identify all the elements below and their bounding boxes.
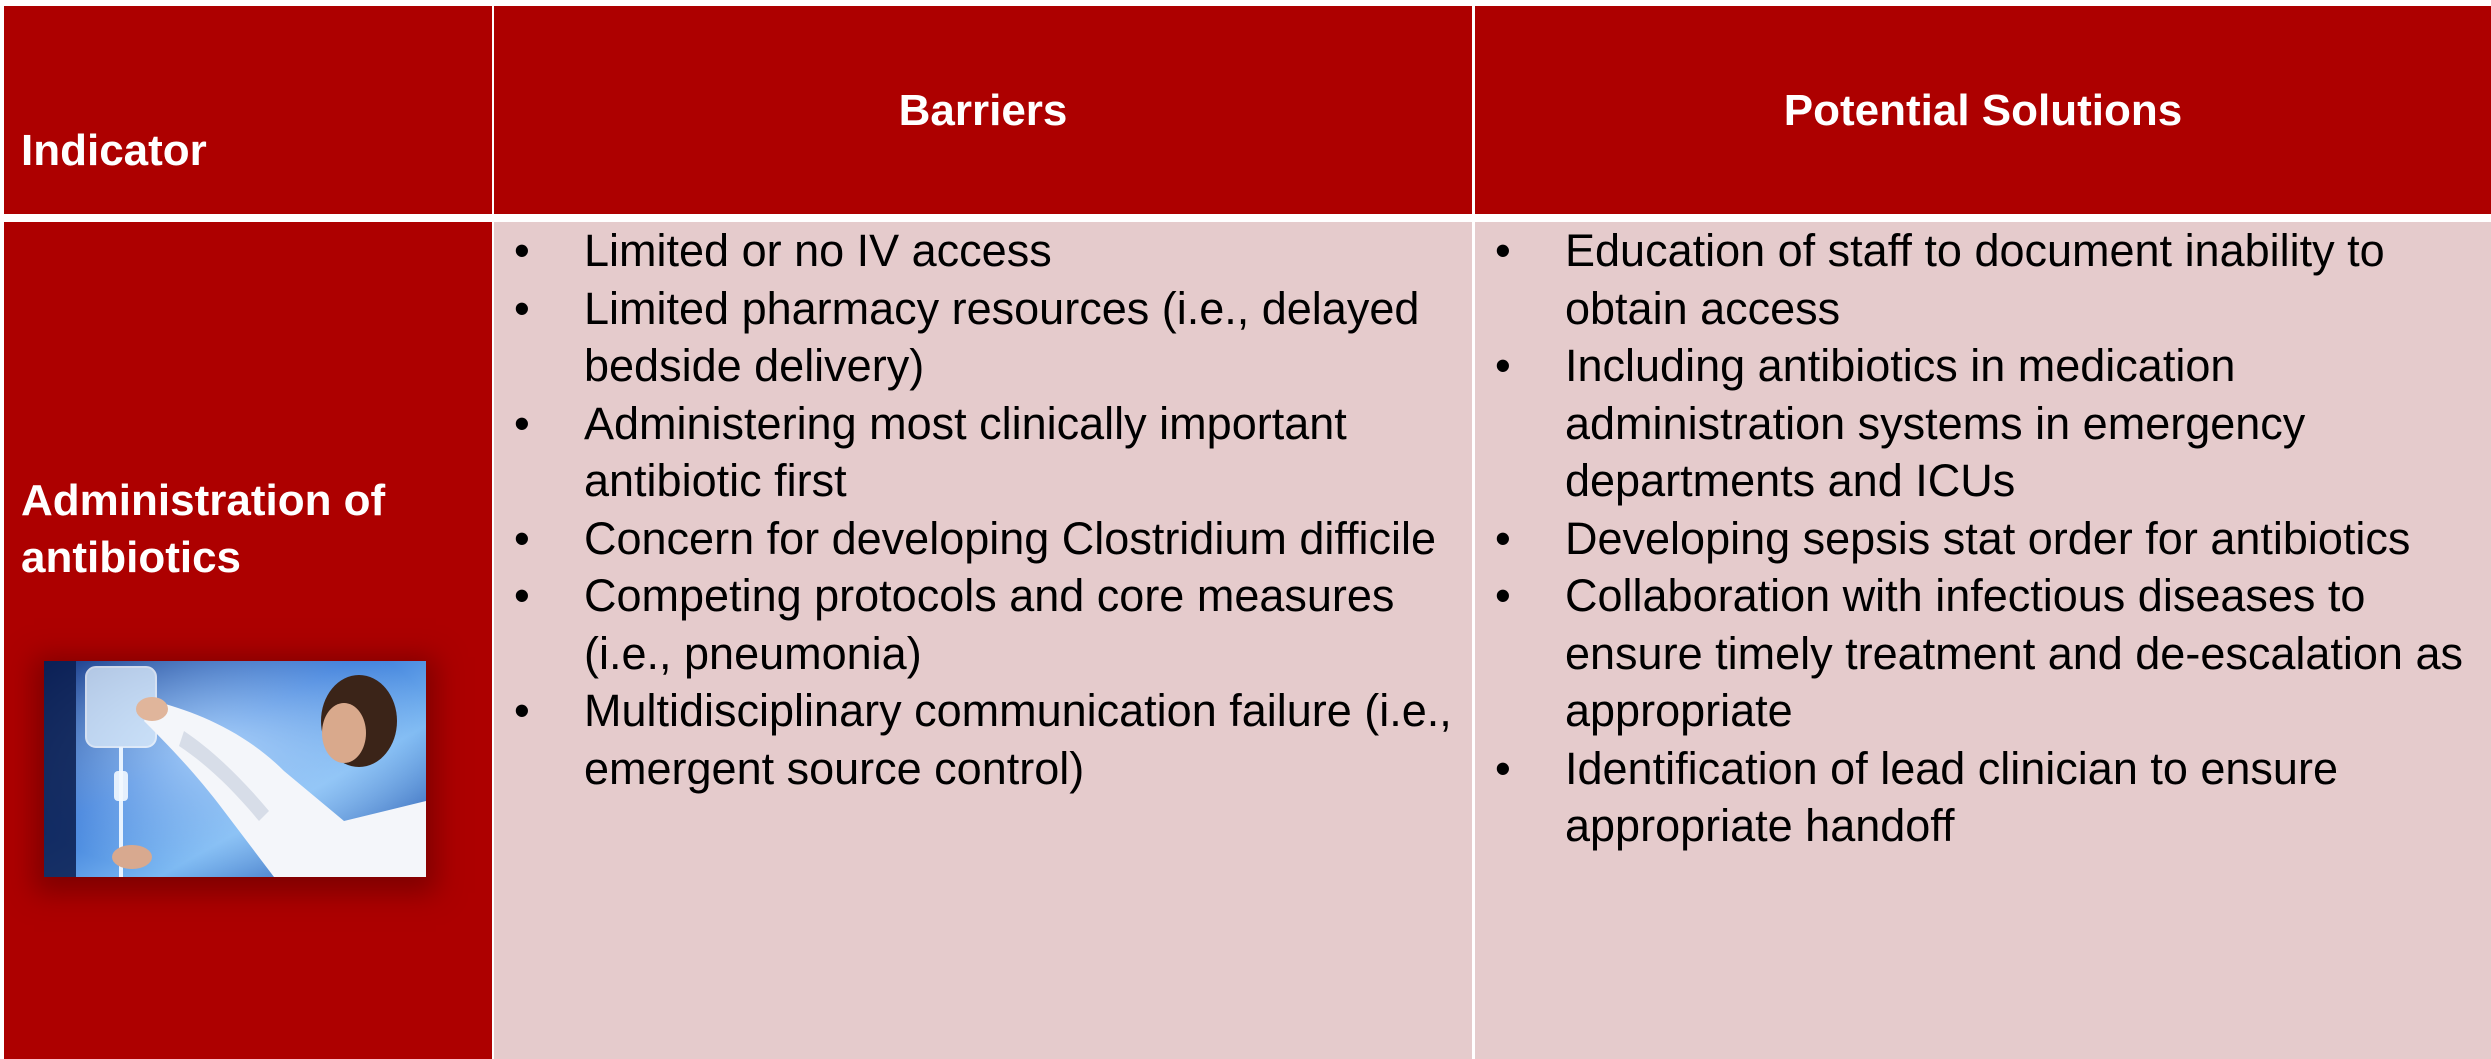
solutions-cell: • Education of staff to document inabilit… <box>1475 222 2491 1059</box>
barrier-item-text: Limited or no IV access <box>584 225 1052 276</box>
header-barriers: Barriers <box>494 6 1472 214</box>
barrier-item: • Administering most clinically important… <box>494 395 1472 510</box>
bullet-icon: • <box>514 685 530 736</box>
barriers-cell: • Limited or no IV access • Limited pharmac… <box>494 222 1472 1059</box>
indicator-title-text: Administration of antibiotics <box>21 476 386 582</box>
header-barriers-label: Barriers <box>898 86 1068 135</box>
clinician-iv-bag-photo <box>44 661 426 877</box>
barrier-item: • Competing protocols and core measures (… <box>494 567 1472 682</box>
indicator-title: Administration of antibiotics <box>21 472 481 586</box>
barrier-item-text: Administering most clinically important … <box>584 397 1347 507</box>
solution-item-text: Education of staff to document inability… <box>1565 225 2385 334</box>
barrier-item-text: Concern for developing Clostridium diffi… <box>584 512 1437 564</box>
solutions-list: • Education of staff to document inabilit… <box>1475 222 2491 855</box>
bullet-icon: • <box>1495 225 1511 276</box>
bullet-icon: • <box>1495 742 1511 794</box>
solution-item-text: Including antibiotics in medication admi… <box>1565 340 2306 506</box>
bullet-icon: • <box>514 397 530 449</box>
header-solutions-label: Potential Solutions <box>1783 86 2183 135</box>
solution-item: • Collaboration with infectious diseases … <box>1475 567 2491 740</box>
bullet-icon: • <box>514 282 530 334</box>
indicator-cell: Administration of antibiotics <box>4 222 492 1059</box>
barrier-item: • Limited pharmacy resources (i.e., delay… <box>494 280 1472 395</box>
header-indicator: Indicator <box>4 6 492 214</box>
barrier-item: • Limited or no IV access <box>494 222 1472 280</box>
barrier-item-text: Limited pharmacy resources (i.e., delaye… <box>584 282 1420 392</box>
barriers-list: • Limited or no IV access • Limited pharmac… <box>494 222 1472 797</box>
barrier-item: • Concern for developing Clostridium diff… <box>494 510 1472 568</box>
solution-item: • Education of staff to document inabilit… <box>1475 222 2491 337</box>
solution-item: • Identification of lead clinician to ens… <box>1475 740 2491 855</box>
bullet-icon: • <box>514 225 530 276</box>
bullet-icon: • <box>514 512 530 564</box>
header-indicator-label: Indicator <box>21 126 207 175</box>
solution-item: • Developing sepsis stat order for antibi… <box>1475 510 2491 568</box>
bullet-icon: • <box>514 570 530 621</box>
photo-illustration <box>44 661 426 877</box>
header-solutions: Potential Solutions <box>1475 6 2491 214</box>
barrier-item-text: Multidisciplinary communication failure … <box>584 685 1452 794</box>
solution-item-text: Collaboration with infectious diseases t… <box>1565 570 2463 736</box>
solution-item: • Including antibiotics in medication adm… <box>1475 337 2491 510</box>
bullet-icon: • <box>1495 512 1511 564</box>
barrier-item-text: Competing protocols and core measures (i… <box>584 570 1395 679</box>
solution-item-text: Developing sepsis stat order for antibio… <box>1565 512 2411 564</box>
bullet-icon: • <box>1495 340 1511 391</box>
bullet-icon: • <box>1495 570 1511 621</box>
solution-item-text: Identification of lead clinician to ensu… <box>1565 742 2338 852</box>
barrier-item: • Multidisciplinary communication failure… <box>494 682 1472 797</box>
